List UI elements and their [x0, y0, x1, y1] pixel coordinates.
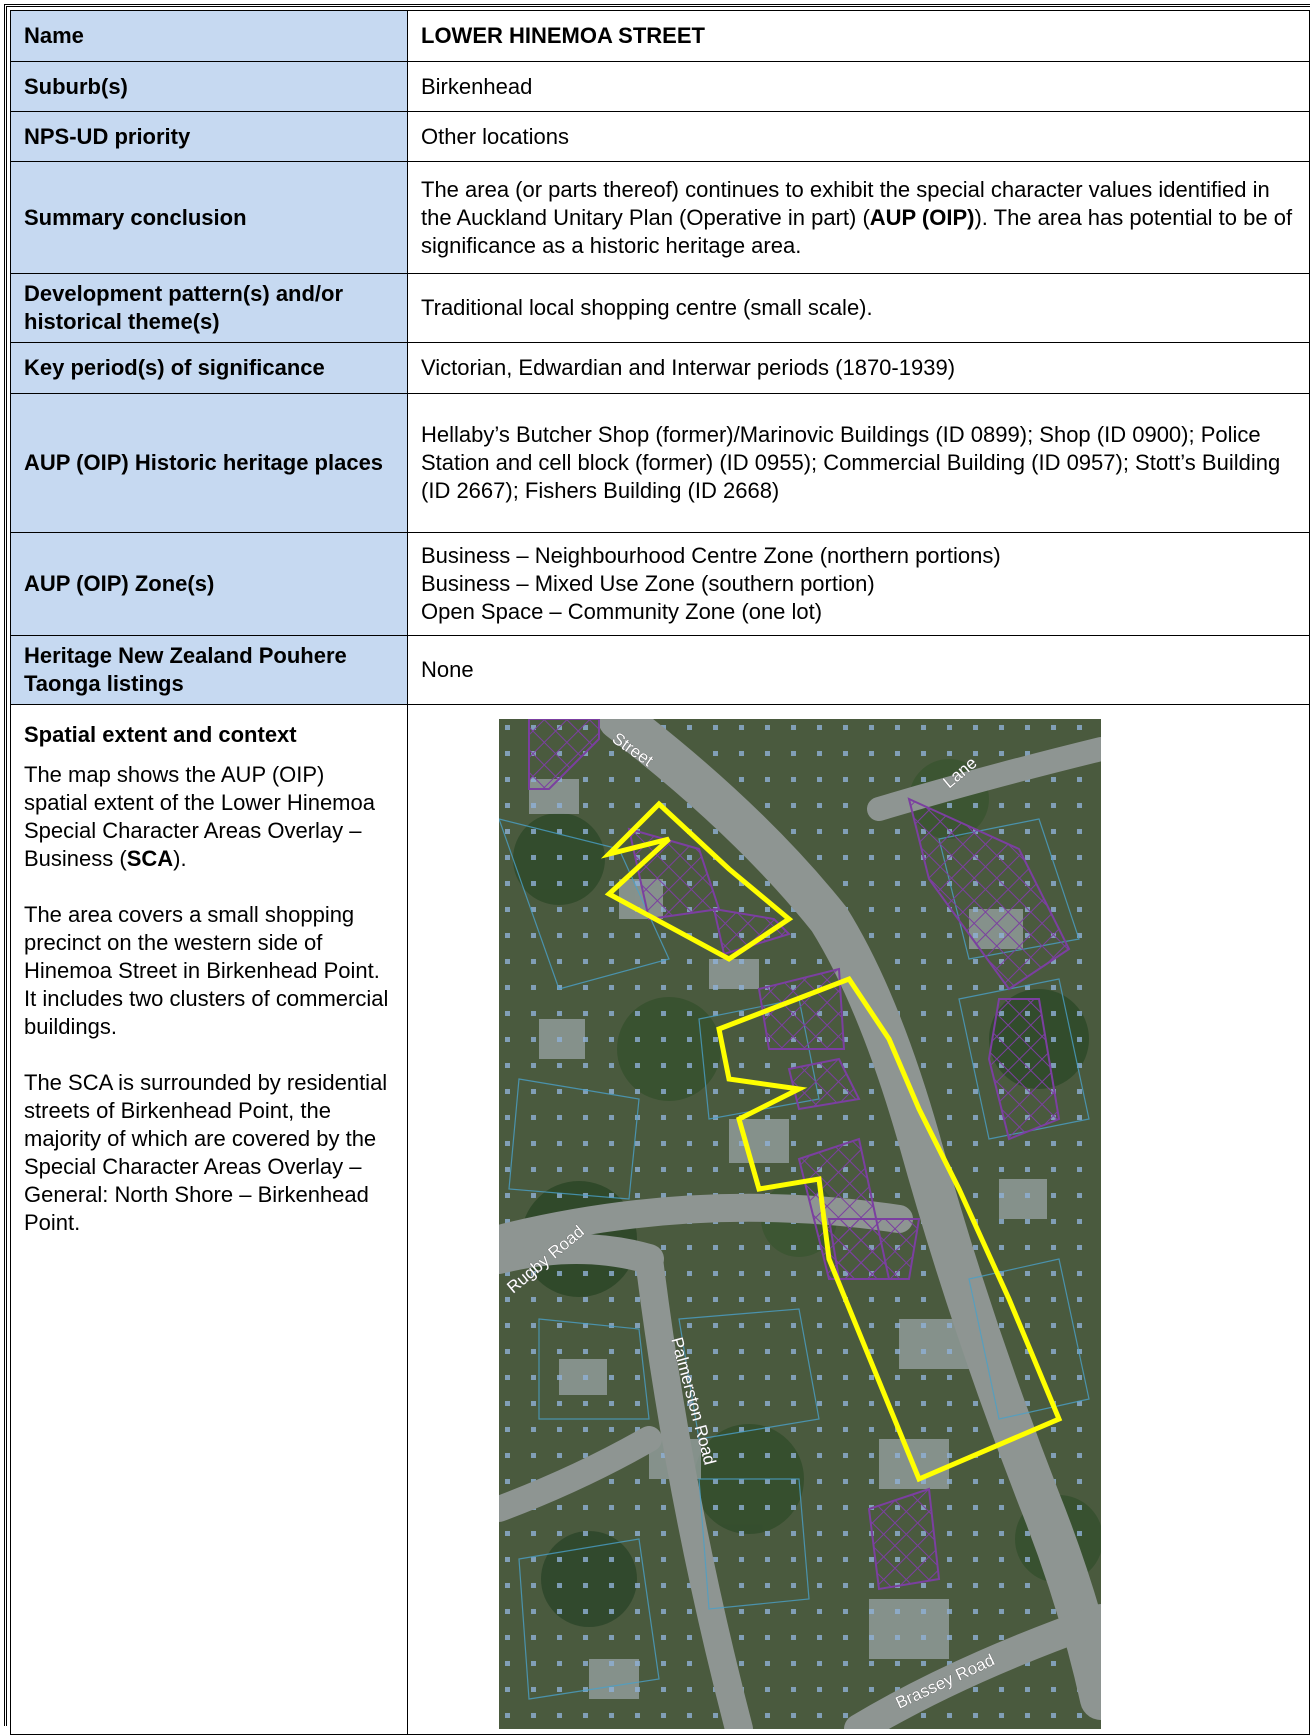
value-nps: Other locations: [407, 111, 1310, 162]
context-heading: Spatial extent and context: [24, 722, 297, 747]
row-zones: AUP (OIP) Zone(s) Business – Neighbourho…: [10, 532, 1310, 636]
context-p1-text: The map shows the AUP (OIP) spatial exte…: [24, 762, 375, 871]
page-border: [4, 4, 1310, 1726]
summary-text-1: The area (or parts thereof) continues to…: [421, 176, 1270, 230]
label-nps: NPS-UD priority: [10, 111, 408, 162]
label-zones: AUP (OIP) Zone(s): [10, 532, 408, 636]
row-suburb: Suburb(s) Birkenhead: [10, 61, 1310, 112]
map-svg: Street Lane Rugby Road Palmerston Road B…: [499, 719, 1101, 1729]
aerial-map: Street Lane Rugby Road Palmerston Road B…: [499, 719, 1101, 1729]
label-development: Development pattern(s) and/or historical…: [10, 273, 408, 343]
zone-line: Open Space – Community Zone (one lot): [421, 599, 823, 624]
row-summary: Summary conclusion The area (or parts th…: [10, 161, 1310, 274]
character-area-table: Name LOWER HINEMOA STREET Suburb(s) Birk…: [10, 10, 1310, 1735]
value-development: Traditional local shopping centre (small…: [407, 273, 1310, 343]
summary-bold: AUP (OIP): [869, 204, 975, 230]
value-hnz: None: [407, 635, 1310, 705]
context-paragraph-2: The area covers a small shopping precinc…: [24, 902, 389, 1039]
row-name: Name LOWER HINEMOA STREET: [10, 10, 1310, 62]
label-hnz: Heritage New Zealand Pouhere Taonga list…: [10, 635, 408, 705]
zone-line: Business – Mixed Use Zone (southern port…: [421, 571, 875, 596]
label-summary: Summary conclusion: [10, 161, 408, 274]
row-development: Development pattern(s) and/or historical…: [10, 273, 1310, 343]
roads: [499, 719, 1101, 1729]
zone-line: Business – Neighbourhood Centre Zone (no…: [421, 543, 1001, 568]
row-context: Spatial extent and context The map shows…: [10, 704, 1310, 1735]
sca-overlay: [600, 800, 1063, 1483]
context-paragraph-3: The SCA is surrounded by residential str…: [24, 1070, 388, 1235]
label-heritage: AUP (OIP) Historic heritage places: [10, 393, 408, 533]
value-suburb: Birkenhead: [407, 61, 1310, 112]
value-heritage: Hellaby’s Butcher Shop (former)/Marinovi…: [407, 393, 1310, 533]
label-suburb: Suburb(s): [10, 61, 408, 112]
summary-text-2: ). The area has potential to be of signi…: [421, 204, 1293, 258]
heritage-places: [528, 719, 1071, 1591]
row-nps: NPS-UD priority Other locations: [10, 111, 1310, 162]
label-name: Name: [10, 10, 408, 62]
value-period: Victorian, Edwardian and Interwar period…: [407, 342, 1310, 394]
row-hnz: Heritage New Zealand Pouhere Taonga list…: [10, 635, 1310, 705]
context-paragraph-1: The map shows the AUP (OIP) spatial exte…: [24, 761, 394, 873]
label-period: Key period(s) of significance: [10, 342, 408, 394]
row-heritage: AUP (OIP) Historic heritage places Hella…: [10, 393, 1310, 533]
map-cell: Street Lane Rugby Road Palmerston Road B…: [407, 704, 1310, 1735]
context-p1-end: ).: [173, 846, 187, 871]
value-summary: The area (or parts thereof) continues to…: [407, 161, 1310, 274]
context-text-cell: Spatial extent and context The map shows…: [10, 704, 408, 1735]
context-p1-bold: SCA: [126, 846, 174, 871]
value-zones: Business – Neighbourhood Centre Zone (no…: [407, 532, 1310, 636]
row-period: Key period(s) of significance Victorian,…: [10, 342, 1310, 394]
value-name: LOWER HINEMOA STREET: [407, 10, 1310, 62]
